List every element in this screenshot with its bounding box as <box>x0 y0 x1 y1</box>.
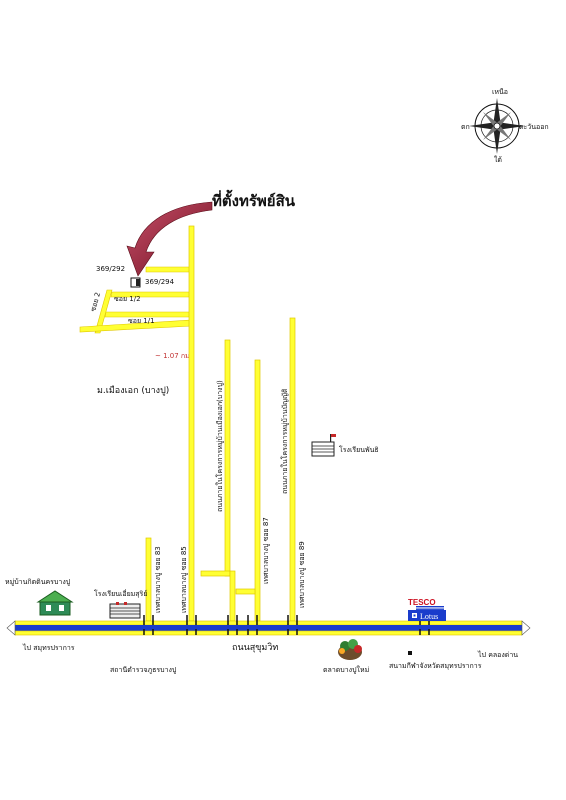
compass-north-label: เหนือ <box>492 88 508 96</box>
village-label: ม.เมืองเอก (บางปู) <box>97 385 169 396</box>
police-label: สถานีตำรวจภูธรบางปู <box>110 666 177 674</box>
main-road-label: ถนนสุขุมวิท <box>232 642 278 653</box>
stadium-marker <box>408 651 412 655</box>
soi89-label: เทศบาลบางปู ซอย 89 <box>298 541 306 608</box>
property-arrow <box>126 201 213 277</box>
compass-west-label: ตก <box>461 123 470 131</box>
inner-road-label: ถนนภายในโครงการหมู่บ้านเมืองเอก(บางปู) <box>215 380 224 512</box>
compass-south-label: ใต้ <box>494 155 502 164</box>
soi-two-label: ซอย 2 <box>89 291 102 312</box>
village-left-label: หมู่บ้านกิตตินครบางปู <box>5 578 71 586</box>
tesco-label: TESCO <box>408 598 436 607</box>
school-left-building-icon <box>109 602 141 619</box>
plot-right-label: 369/294 <box>145 278 175 286</box>
soi85-label: เทศบาลบางปู ซอย 85 <box>180 546 188 613</box>
soi-one-one-label: ซอย 1/1 <box>128 317 155 325</box>
property-title: ที่ตั้งทรัพย์สิน <box>212 189 296 210</box>
soi87-label: เทศบาลบางปู ซอย 87 <box>262 517 270 584</box>
lotus-label: Lotus <box>420 612 438 621</box>
plot-left-label: 369/292 <box>96 265 125 273</box>
direction-left-label: ไป สมุทรปราการ <box>22 643 75 652</box>
school-right-label: โรงเรียนพันธิ <box>339 445 379 454</box>
school-left-label: โรงเรียนเอี่ยมสุริย์ <box>94 589 147 598</box>
junction-marks <box>143 615 430 635</box>
village-house-icon <box>36 590 74 616</box>
compass-rose-icon <box>469 98 525 154</box>
sukhumvit-highway <box>6 620 531 636</box>
stadium-label: สนามกีฬาจังหวัดสมุทรปราการ <box>389 662 482 670</box>
distance-label: ~ 1.07 กม. <box>155 352 192 360</box>
market-label: ตลาดบางปูใหม่ <box>323 665 369 674</box>
direction-right-label: ไป คลองด่าน <box>477 650 518 659</box>
market-basket-icon <box>338 639 362 660</box>
soi-half-label: ซอย 1/2 <box>114 295 141 303</box>
soi83-label: เทศบาลบางปู ซอย 83 <box>154 546 162 613</box>
tesco-lotus-logo <box>408 606 446 621</box>
school-building-icon <box>311 434 336 457</box>
inner-right-road-label: ถนนภายในโครงการหมู่บ้านบัญญัติ <box>280 388 289 494</box>
compass-east-label: ตะวันออก <box>519 123 549 131</box>
